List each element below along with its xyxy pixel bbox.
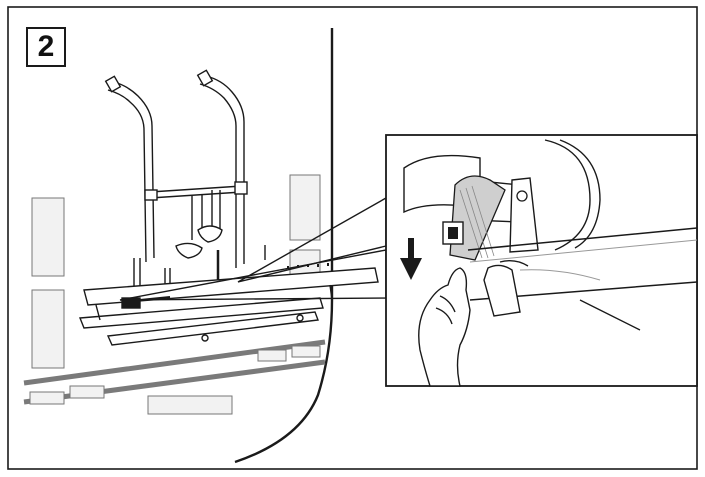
bike-carrier	[78, 69, 379, 346]
vehicle-rear	[23, 28, 334, 464]
down-arrow-icon	[400, 238, 422, 280]
hand-icon	[418, 267, 471, 387]
step-number-badge: 2	[26, 27, 66, 67]
